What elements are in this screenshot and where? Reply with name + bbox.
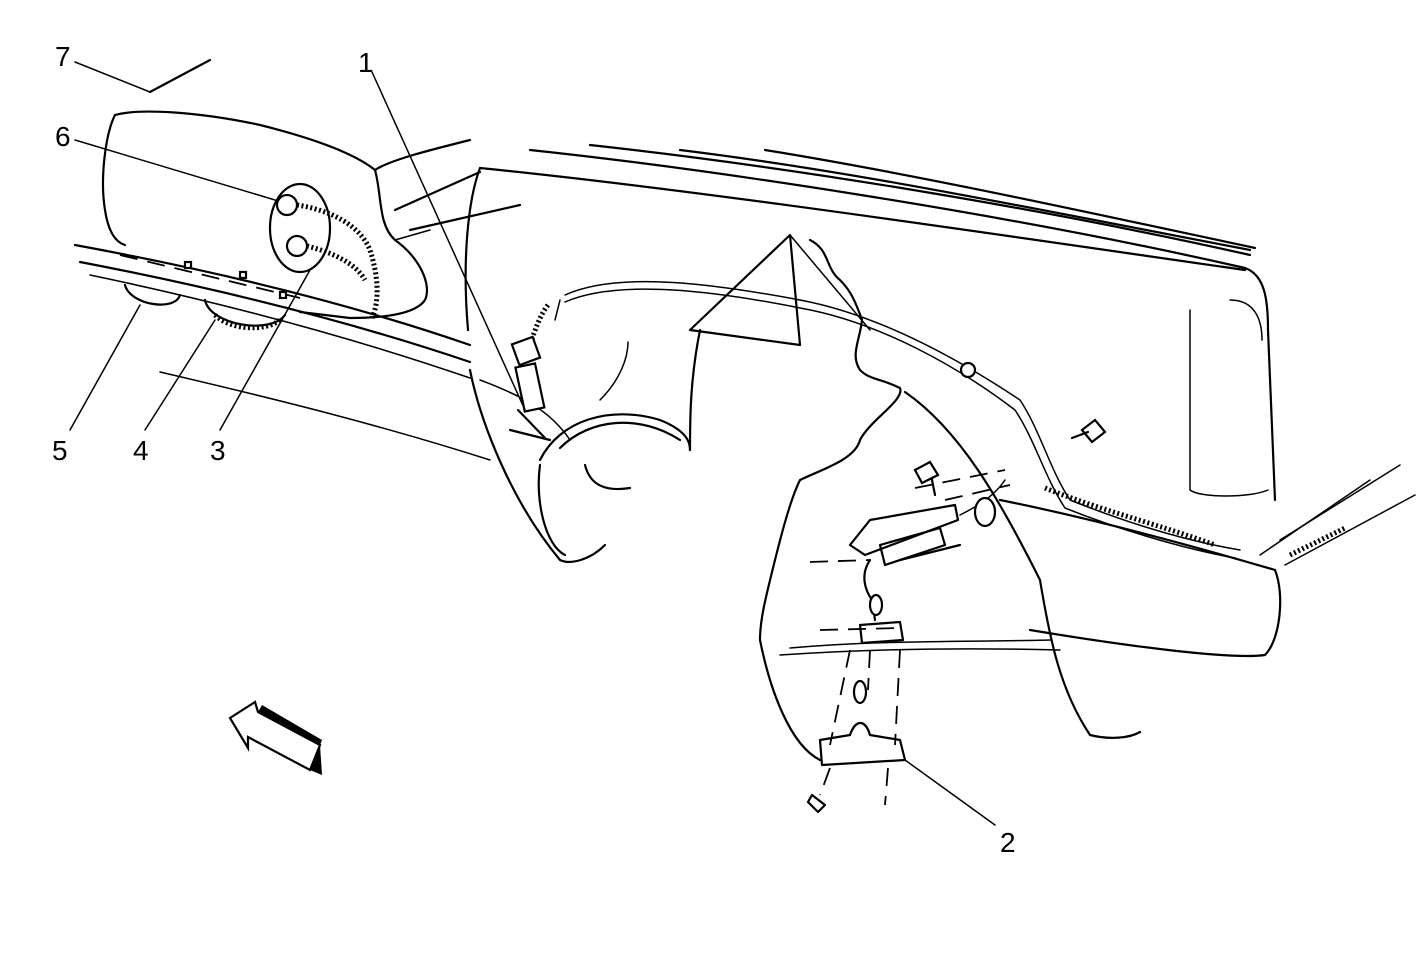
frame-rail-left: [73, 243, 491, 461]
fuel-sender-plate: [268, 182, 380, 320]
callout-2: 2: [1000, 827, 1016, 858]
callout-4: 4: [133, 435, 149, 466]
rear-harness: [527, 280, 1241, 559]
leader-lines: [69, 61, 996, 826]
fuel-tank: [101, 58, 472, 320]
front-direction-arrow-icon: [228, 700, 322, 775]
bolt-icon: [1070, 418, 1107, 444]
callout-7: 7: [55, 41, 71, 72]
rear-body-panel: [393, 143, 1416, 658]
callout-1: 1: [358, 47, 374, 78]
callout-labels: 7 6 1 5 4 3 2: [52, 41, 1016, 858]
tank-straps: [123, 283, 287, 331]
callout-3: 3: [210, 435, 226, 466]
connector-left: [508, 335, 552, 442]
cutaway-section: [688, 233, 1142, 762]
fender-liner-left: [468, 328, 702, 563]
callout-5: 5: [52, 435, 68, 466]
callout-6: 6: [55, 121, 71, 152]
bracket-right: [806, 460, 1011, 814]
